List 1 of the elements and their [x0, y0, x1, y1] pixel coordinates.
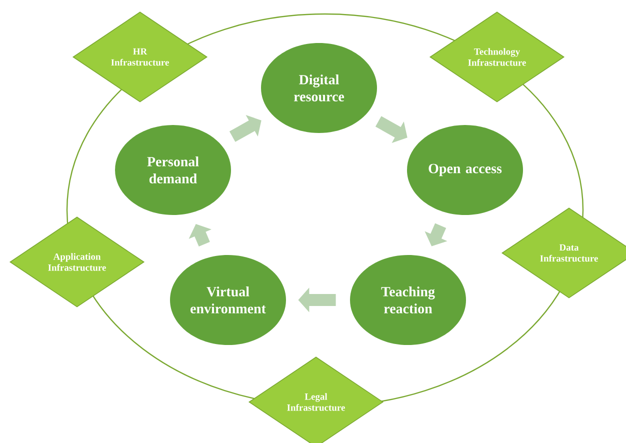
block-arrow: [229, 115, 262, 142]
